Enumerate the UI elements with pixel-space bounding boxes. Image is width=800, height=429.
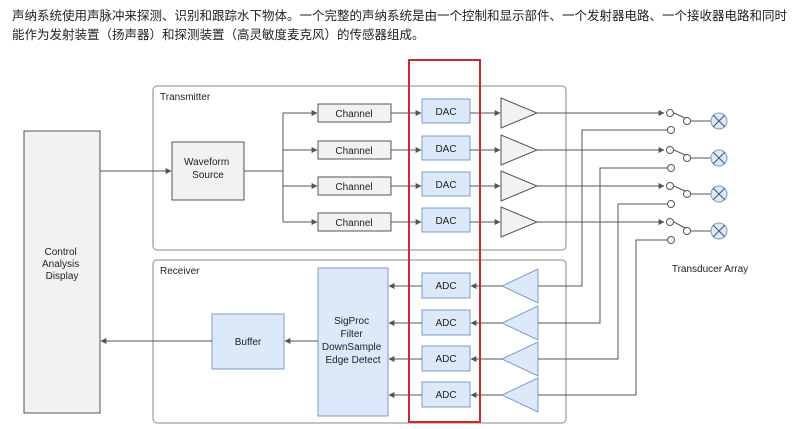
switch-contact-1a <box>666 109 674 117</box>
control-analysis-display-block <box>23 130 101 414</box>
sigproc-label-1: SigProc <box>334 316 369 327</box>
converter-highlight-box <box>408 59 481 423</box>
tx-row-4: Channel DAC <box>283 206 665 238</box>
switch-contact-3b <box>667 200 675 208</box>
tx-row-2: Channel DAC <box>283 134 665 166</box>
switch-contact-1b <box>667 126 675 134</box>
transmitter-title: Transmitter <box>160 92 211 103</box>
tx-row-3: Channel DAC <box>283 170 665 202</box>
waveform-source-block <box>171 141 245 201</box>
adc-label-3: ADC <box>435 354 456 365</box>
svg-text:Waveform Source: Waveform Source <box>184 157 232 181</box>
tx-amplifier-1 <box>500 97 539 129</box>
rx-row-1: ADC <box>388 129 668 304</box>
control-label-3: Display <box>46 271 79 282</box>
switch-pivot-3 <box>683 190 691 198</box>
dac-label-1: DAC <box>435 107 456 118</box>
tx-amplifier-3 <box>500 170 539 202</box>
channel-label-1: Channel <box>335 109 372 120</box>
tx-row-1: Channel DAC <box>283 97 665 129</box>
channel-label-3: Channel <box>335 182 372 193</box>
waveform-label-2: Source <box>192 170 224 181</box>
dac-block-3 <box>421 171 471 197</box>
rx-row-4: ADC <box>388 239 668 413</box>
waveform-label-1: Waveform <box>184 157 229 168</box>
sigproc-block <box>317 267 389 417</box>
switch-contact-2b <box>667 164 675 172</box>
switch-contact-4a <box>666 218 674 226</box>
tx-amplifier-4 <box>500 206 539 238</box>
channel-label-2: Channel <box>335 146 372 157</box>
dac-label-4: DAC <box>435 216 456 227</box>
switch-pivot-2 <box>683 154 691 162</box>
receiver-title: Receiver <box>160 266 200 277</box>
sigproc-label-4: Edge Detect <box>325 355 380 366</box>
rx-row-2: ADC <box>388 167 668 341</box>
sigproc-label-2: Filter <box>340 329 363 340</box>
switch-contact-3a <box>666 182 674 190</box>
buffer-block <box>211 313 285 370</box>
switch-contact-2a <box>666 146 674 154</box>
adc-label-4: ADC <box>435 390 456 401</box>
buffer-label: Buffer <box>235 337 262 348</box>
transducer-array-label: Transducer Array <box>672 264 748 275</box>
adc-label-2: ADC <box>435 318 456 329</box>
transducer-array <box>666 109 728 244</box>
caption-text: 声纳系统使用声脉冲来探测、识别和跟踪水下物体。一个完整的声纳系统是由一个控制和显… <box>12 8 788 42</box>
dac-block-2 <box>421 135 471 161</box>
tx-amplifier-2 <box>500 134 539 166</box>
control-label-1: Control <box>44 247 76 258</box>
adc-block-4 <box>421 381 471 408</box>
switch-contact-4b <box>667 236 675 244</box>
dac-block-1 <box>421 98 471 124</box>
control-label-2: Analysis <box>42 259 79 270</box>
svg-text:Control Analysis Displ: Control Analysis Display <box>42 247 82 282</box>
sigproc-label-3: DownSample <box>322 342 382 353</box>
adc-label-1: ADC <box>435 281 456 292</box>
switch-pivot-1 <box>683 117 691 125</box>
dac-label-3: DAC <box>435 180 456 191</box>
dac-block-4 <box>421 207 471 233</box>
svg-text:SigProc Filter DownSam: SigProc Filter DownSample Edge Detect <box>322 316 384 366</box>
dac-label-2: DAC <box>435 144 456 155</box>
switch-pivot-4 <box>683 227 691 235</box>
channel-label-4: Channel <box>335 218 372 229</box>
rx-row-3: ADC <box>388 203 668 377</box>
adc-block-1 <box>421 272 471 299</box>
